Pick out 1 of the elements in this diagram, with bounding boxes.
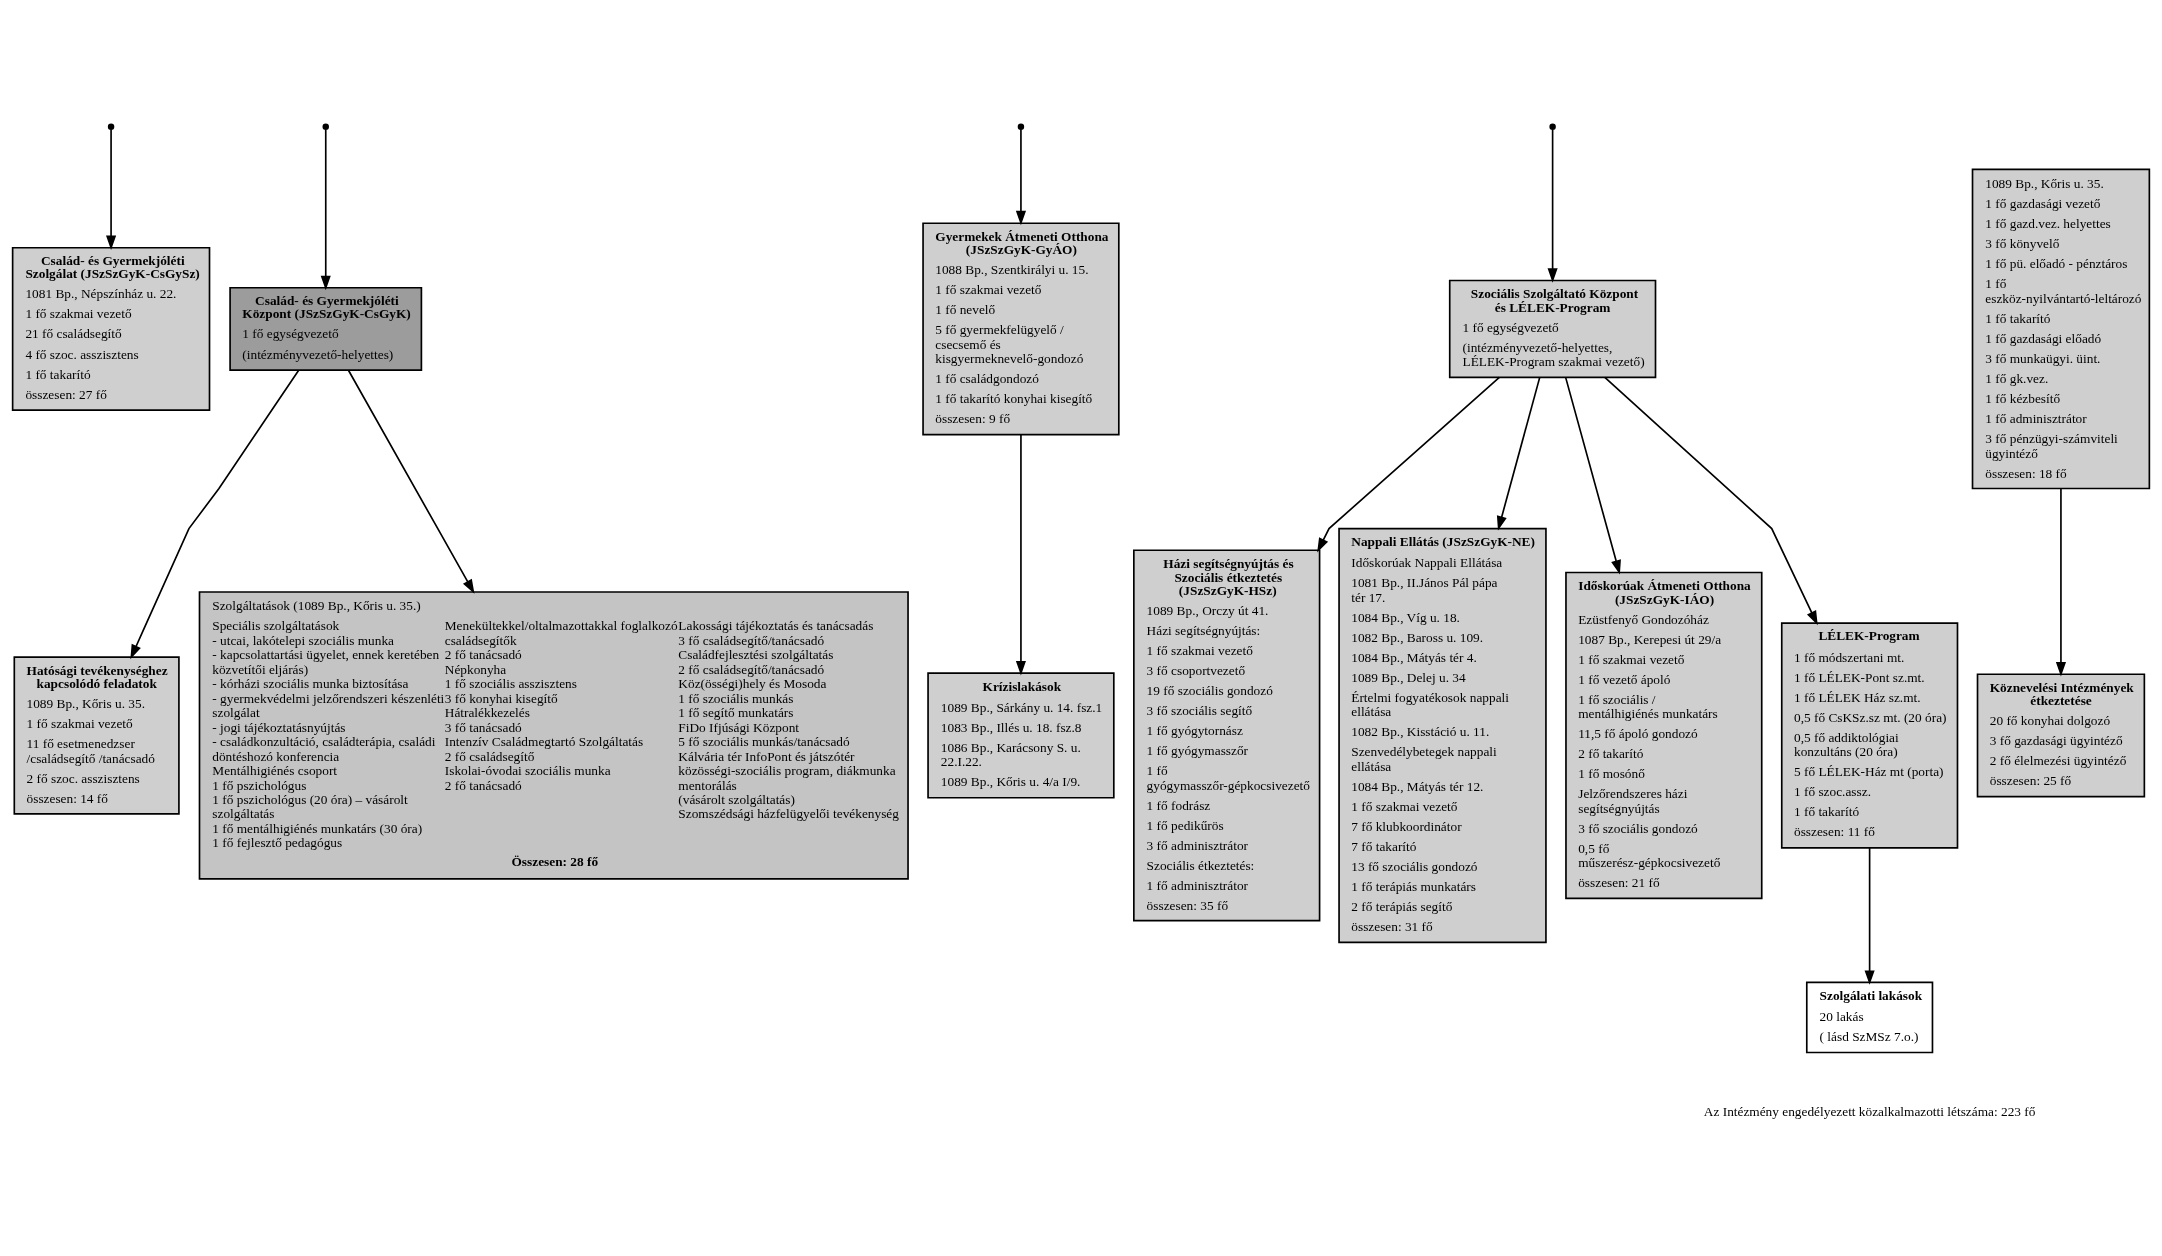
label: Az Intézmény engedélyezett közalkalmazotti létszáma: 223 fő [1703, 1103, 2036, 1119]
